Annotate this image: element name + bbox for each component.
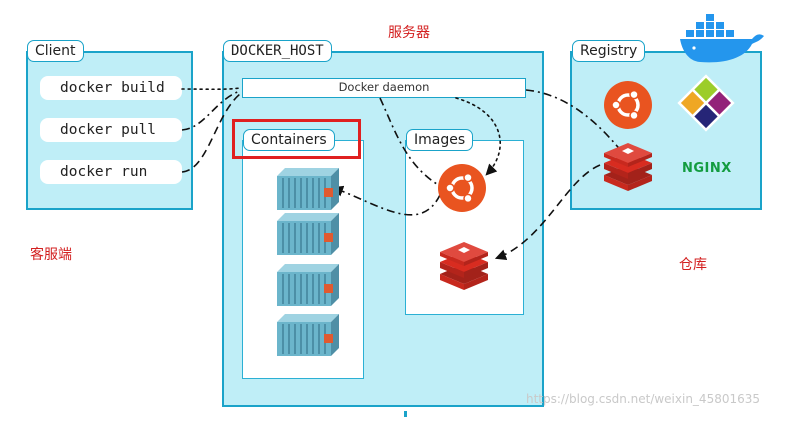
docker-pull-command[interactable]: docker pull xyxy=(40,118,182,142)
warehouse-label: 仓库 xyxy=(679,257,707,273)
registry-panel xyxy=(570,51,762,210)
images-box xyxy=(405,140,524,315)
client-title: Client xyxy=(27,40,84,62)
client-side-label: 客服端 xyxy=(30,247,72,263)
containers-highlight-box xyxy=(232,119,361,159)
server-label: 服务器 xyxy=(388,25,430,41)
watermark: https://blog.csdn.net/weixin_45801635 xyxy=(526,392,761,406)
host-bottom-marker xyxy=(404,411,407,417)
registry-title: Registry xyxy=(572,40,646,62)
docker-run-command[interactable]: docker run xyxy=(40,160,182,184)
containers-title: Containers xyxy=(243,129,335,151)
docker-host-title: DOCKER_HOST xyxy=(223,40,332,62)
containers-box xyxy=(242,140,364,379)
images-title: Images xyxy=(406,129,474,151)
docker-build-command[interactable]: docker build xyxy=(40,76,182,100)
nginx-logo: NGINX xyxy=(682,161,732,176)
docker-daemon-bar[interactable]: Docker daemon xyxy=(242,78,526,98)
